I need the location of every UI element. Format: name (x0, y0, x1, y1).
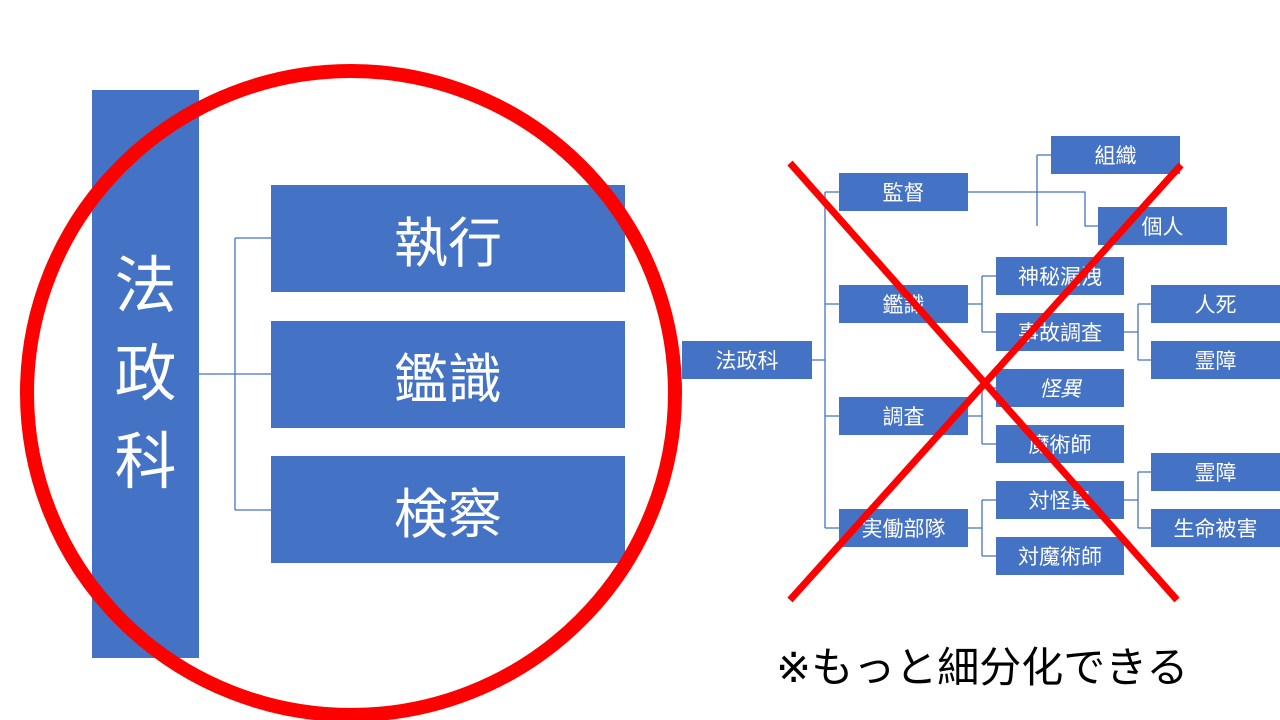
note-text: ※もっと細分化できる (776, 643, 1189, 692)
node-seimei: 生命被害 (1151, 509, 1280, 547)
left-root-char: 科 (114, 425, 177, 498)
left-child-box: 検察 (271, 456, 625, 563)
left-child-box: 鑑識 (271, 321, 625, 428)
left-root-char: 政 (114, 337, 177, 410)
node-taimajutsushi: 対魔術師 (996, 537, 1124, 575)
red-circle-mark (20, 64, 682, 720)
node-hitoshini: 人死 (1151, 285, 1280, 323)
node-majutsushi: 魔術師 (996, 425, 1124, 463)
left-root-char: 法 (114, 249, 177, 322)
red-x-mark (787, 162, 1184, 603)
node-jitsudo: 実働部隊 (839, 509, 968, 547)
node-reishou-2: 霊障 (1151, 453, 1280, 491)
left-child-box: 執行 (271, 185, 625, 292)
node-soshiki: 組織 (1051, 136, 1180, 174)
node-reishou: 霊障 (1151, 341, 1280, 379)
node-kojin: 個人 (1098, 207, 1227, 245)
node-kaii: 怪異 (996, 369, 1124, 407)
right-root-box: 法政科 (682, 341, 812, 379)
node-kantoku: 監督 (839, 173, 968, 211)
